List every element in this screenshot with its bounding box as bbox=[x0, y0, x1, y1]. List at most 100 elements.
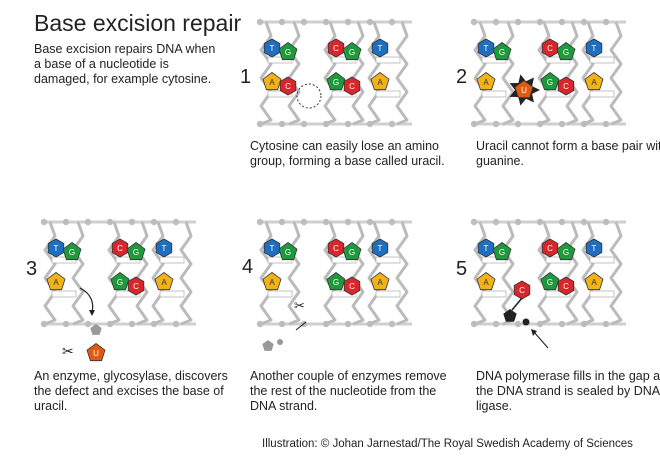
base-label: G bbox=[547, 278, 553, 287]
base-c-hexagon bbox=[343, 276, 361, 296]
phosphate-dot bbox=[558, 120, 566, 128]
base-pair-bond bbox=[545, 290, 571, 298]
base-pair-bond bbox=[267, 90, 293, 98]
base-label: A bbox=[269, 278, 275, 287]
phosphate-dot bbox=[278, 218, 286, 226]
base-label: T bbox=[592, 244, 597, 253]
base-c-hexagon bbox=[279, 76, 297, 96]
new-sugar-icon bbox=[503, 309, 517, 322]
step-caption-4: Another couple of enzymes remove the res… bbox=[250, 369, 447, 413]
base-t-hexagon bbox=[585, 38, 603, 58]
new-bond bbox=[511, 297, 523, 311]
base-label: C bbox=[547, 44, 553, 53]
step-number-2: 2 bbox=[456, 66, 468, 88]
base-label: C bbox=[563, 282, 569, 291]
phosphate-dot bbox=[514, 218, 522, 226]
base-g-pentagon bbox=[326, 272, 346, 291]
base-g-pentagon bbox=[492, 242, 512, 261]
base-t-hexagon bbox=[371, 38, 389, 58]
base-label: G bbox=[333, 78, 339, 87]
phosphate-dot bbox=[128, 320, 136, 328]
dna-backbone bbox=[323, 21, 337, 126]
phosphate-dot bbox=[172, 320, 180, 328]
dna-backbone bbox=[609, 221, 623, 326]
phosphate-dot bbox=[536, 218, 544, 226]
phosphate-dot bbox=[470, 218, 478, 226]
base-u-pentagon bbox=[86, 343, 106, 362]
illustration-credit: Illustration: © Johan Jarnestad/The Roya… bbox=[262, 438, 633, 450]
dna-backbone bbox=[609, 21, 623, 126]
base-g-pentagon bbox=[556, 242, 576, 261]
phosphate-dot bbox=[256, 218, 264, 226]
base-label: U bbox=[521, 86, 527, 95]
base-c-hexagon bbox=[541, 38, 559, 58]
phosphate-dot bbox=[492, 120, 500, 128]
phosphate-dot bbox=[40, 218, 48, 226]
base-c-hexagon bbox=[343, 76, 361, 96]
phosphate-dot bbox=[388, 120, 396, 128]
base-label: G bbox=[285, 48, 291, 57]
arrowhead-icon bbox=[89, 310, 95, 316]
dna-backbone bbox=[367, 21, 381, 126]
base-c-hexagon bbox=[127, 276, 145, 296]
base-label: A bbox=[483, 278, 489, 287]
dna-backbone bbox=[473, 221, 487, 326]
phosphate-dot bbox=[62, 218, 70, 226]
phosphate-dot bbox=[106, 218, 114, 226]
base-a-pentagon bbox=[584, 72, 604, 91]
base-label: C bbox=[285, 82, 291, 91]
base-c-hexagon bbox=[557, 76, 575, 96]
base-c-hexagon bbox=[541, 238, 559, 258]
base-pair-bond bbox=[375, 90, 401, 98]
base-label: G bbox=[117, 278, 123, 287]
base-label: C bbox=[333, 44, 339, 53]
base-t-hexagon bbox=[477, 238, 495, 258]
base-label: A bbox=[591, 78, 597, 87]
base-u-pentagon bbox=[514, 80, 534, 99]
step-caption-3: An enzyme, glycosylase, discovers the de… bbox=[34, 369, 228, 413]
base-pair-bond bbox=[375, 256, 401, 264]
base-t-hexagon bbox=[585, 238, 603, 258]
phosphate-dot bbox=[300, 218, 308, 226]
base-label: G bbox=[349, 48, 355, 57]
new-phosphate-icon bbox=[522, 318, 530, 326]
base-g-pentagon bbox=[342, 42, 362, 61]
phosphate-dot bbox=[602, 320, 610, 328]
phosphate-dot bbox=[388, 18, 396, 26]
base-pair-bond bbox=[589, 256, 615, 264]
base-g-pentagon bbox=[110, 272, 130, 291]
base-label: G bbox=[333, 278, 339, 287]
dna-backbone bbox=[323, 221, 337, 326]
dna-backbone bbox=[473, 21, 487, 126]
base-g-pentagon bbox=[540, 272, 560, 291]
phosphate-dot bbox=[128, 218, 136, 226]
base-label: G bbox=[349, 248, 355, 257]
base-label: A bbox=[53, 278, 59, 287]
base-pair-bond bbox=[51, 290, 77, 298]
phosphate-dot bbox=[602, 18, 610, 26]
base-label: C bbox=[333, 244, 339, 253]
dna-backbone bbox=[351, 21, 365, 126]
base-g-pentagon bbox=[540, 72, 560, 91]
phosphate-dot bbox=[344, 120, 352, 128]
base-t-hexagon bbox=[371, 238, 389, 258]
base-label: G bbox=[499, 248, 505, 257]
base-g-pentagon bbox=[556, 42, 576, 61]
base-pair-bond bbox=[159, 256, 185, 264]
step-caption-1: Cytosine can easily lose an amino group,… bbox=[250, 139, 445, 168]
dna-backbone bbox=[287, 21, 301, 126]
base-pair-bond bbox=[545, 90, 571, 98]
base-label: T bbox=[162, 244, 167, 253]
base-label: G bbox=[285, 248, 291, 257]
dna-backbone bbox=[395, 21, 409, 126]
dna-backbone bbox=[537, 221, 551, 326]
base-pair-bond bbox=[481, 290, 507, 298]
step-number-1: 1 bbox=[240, 66, 252, 88]
base-a-pentagon bbox=[154, 272, 174, 291]
base-label: C bbox=[563, 82, 569, 91]
damaged-base-marker bbox=[296, 83, 322, 109]
